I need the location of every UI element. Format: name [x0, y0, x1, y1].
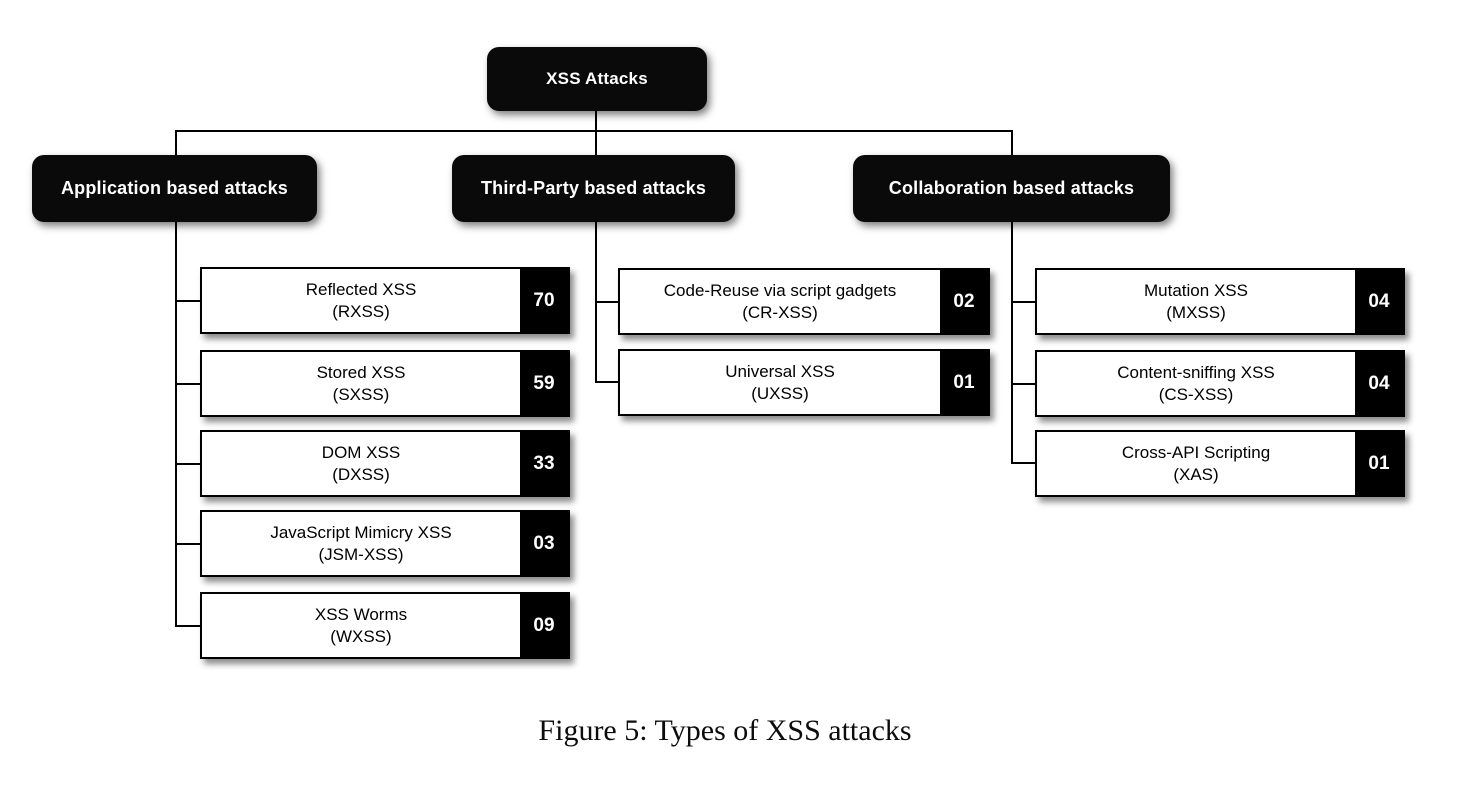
connector-stub-sxss: [175, 383, 202, 385]
leaf-node-stored-xss: Stored XSS (SXSS) 59: [200, 350, 570, 417]
leaf-abbr: (DXSS): [332, 464, 390, 484]
leaf-abbr: (XAS): [1173, 464, 1219, 484]
connector-stub-csxss: [1011, 383, 1037, 385]
leaf-label: Code-Reuse via script gadgets (CR-XSS): [620, 270, 940, 333]
leaf-label: Cross-API Scripting (XAS): [1037, 432, 1355, 495]
connector-drop-application: [175, 130, 177, 156]
leaf-node-dom-xss: DOM XSS (DXSS) 33: [200, 430, 570, 497]
branch-node-label: Application based attacks: [60, 178, 289, 198]
leaf-label: Universal XSS (UXSS): [620, 351, 940, 414]
leaf-node-cross-api-scripting: Cross-API Scripting (XAS) 01: [1035, 430, 1405, 497]
connector-spine-application: [175, 222, 177, 627]
leaf-name: Content-sniffing XSS: [1117, 362, 1275, 382]
leaf-abbr: (CR-XSS): [742, 302, 818, 322]
leaf-abbr: (WXSS): [330, 626, 392, 646]
leaf-label: Mutation XSS (MXSS): [1037, 270, 1355, 333]
leaf-name: XSS Worms: [314, 604, 408, 624]
leaf-count-badge: 33: [520, 432, 568, 495]
branch-node-collaboration-based-attacks: Collaboration based attacks: [853, 155, 1170, 222]
connector-root-drop: [595, 111, 597, 132]
connector-stub-mxss: [1011, 301, 1037, 303]
leaf-count-badge: 03: [520, 512, 568, 575]
leaf-name: Stored XSS: [316, 362, 406, 382]
connector-stub-xas: [1011, 462, 1037, 464]
connector-bus: [175, 130, 1013, 132]
leaf-label: XSS Worms (WXSS): [202, 594, 520, 657]
branch-node-label: Collaboration based attacks: [888, 178, 1135, 198]
leaf-node-content-sniffing-xss: Content-sniffing XSS (CS-XSS) 04: [1035, 350, 1405, 417]
leaf-node-reflected-xss: Reflected XSS (RXSS) 70: [200, 267, 570, 334]
connector-stub-jsmxss: [175, 543, 202, 545]
leaf-count-badge: 02: [940, 270, 988, 333]
leaf-abbr: (SXSS): [332, 384, 390, 404]
leaf-abbr: (JSM-XSS): [318, 544, 404, 564]
leaf-node-code-reuse-xss: Code-Reuse via script gadgets (CR-XSS) 0…: [618, 268, 990, 335]
leaf-count-badge: 09: [520, 594, 568, 657]
leaf-name: Cross-API Scripting: [1121, 442, 1271, 462]
leaf-count-badge: 01: [940, 351, 988, 414]
leaf-abbr: (RXSS): [332, 301, 390, 321]
connector-stub-uxss: [595, 381, 620, 383]
leaf-node-xss-worms: XSS Worms (WXSS) 09: [200, 592, 570, 659]
leaf-label: Stored XSS (SXSS): [202, 352, 520, 415]
connector-spine-collaboration: [1011, 222, 1013, 464]
branch-node-application-based-attacks: Application based attacks: [32, 155, 317, 222]
connector-stub-rxss: [175, 300, 202, 302]
branch-node-third-party-based-attacks: Third-Party based attacks: [452, 155, 735, 222]
leaf-abbr: (MXSS): [1166, 302, 1226, 322]
leaf-name: Code-Reuse via script gadgets: [663, 280, 897, 300]
leaf-label: Reflected XSS (RXSS): [202, 269, 520, 332]
leaf-count-badge: 70: [520, 269, 568, 332]
leaf-name: DOM XSS: [321, 442, 401, 462]
figure-caption: Figure 5: Types of XSS attacks: [538, 714, 912, 747]
root-node-xss-attacks: XSS Attacks: [487, 47, 707, 111]
connector-drop-thirdparty: [595, 130, 597, 156]
leaf-label: JavaScript Mimicry XSS (JSM-XSS): [202, 512, 520, 575]
connector-stub-wxss: [175, 625, 202, 627]
leaf-count-badge: 01: [1355, 432, 1403, 495]
leaf-node-mutation-xss: Mutation XSS (MXSS) 04: [1035, 268, 1405, 335]
leaf-abbr: (UXSS): [751, 383, 809, 403]
connector-stub-crxss: [595, 301, 620, 303]
leaf-name: JavaScript Mimicry XSS: [270, 522, 452, 542]
leaf-node-javascript-mimicry-xss: JavaScript Mimicry XSS (JSM-XSS) 03: [200, 510, 570, 577]
leaf-abbr: (CS-XSS): [1158, 384, 1234, 404]
leaf-label: Content-sniffing XSS (CS-XSS): [1037, 352, 1355, 415]
connector-stub-dxss: [175, 463, 202, 465]
leaf-name: Reflected XSS: [305, 279, 417, 299]
leaf-count-badge: 04: [1355, 352, 1403, 415]
connector-drop-collaboration: [1011, 130, 1013, 156]
root-node-label: XSS Attacks: [546, 69, 648, 88]
leaf-count-badge: 04: [1355, 270, 1403, 333]
branch-node-label: Third-Party based attacks: [480, 178, 707, 198]
leaf-label: DOM XSS (DXSS): [202, 432, 520, 495]
leaf-node-universal-xss: Universal XSS (UXSS) 01: [618, 349, 990, 416]
leaf-count-badge: 59: [520, 352, 568, 415]
leaf-name: Universal XSS: [725, 361, 835, 381]
leaf-name: Mutation XSS: [1144, 280, 1248, 300]
